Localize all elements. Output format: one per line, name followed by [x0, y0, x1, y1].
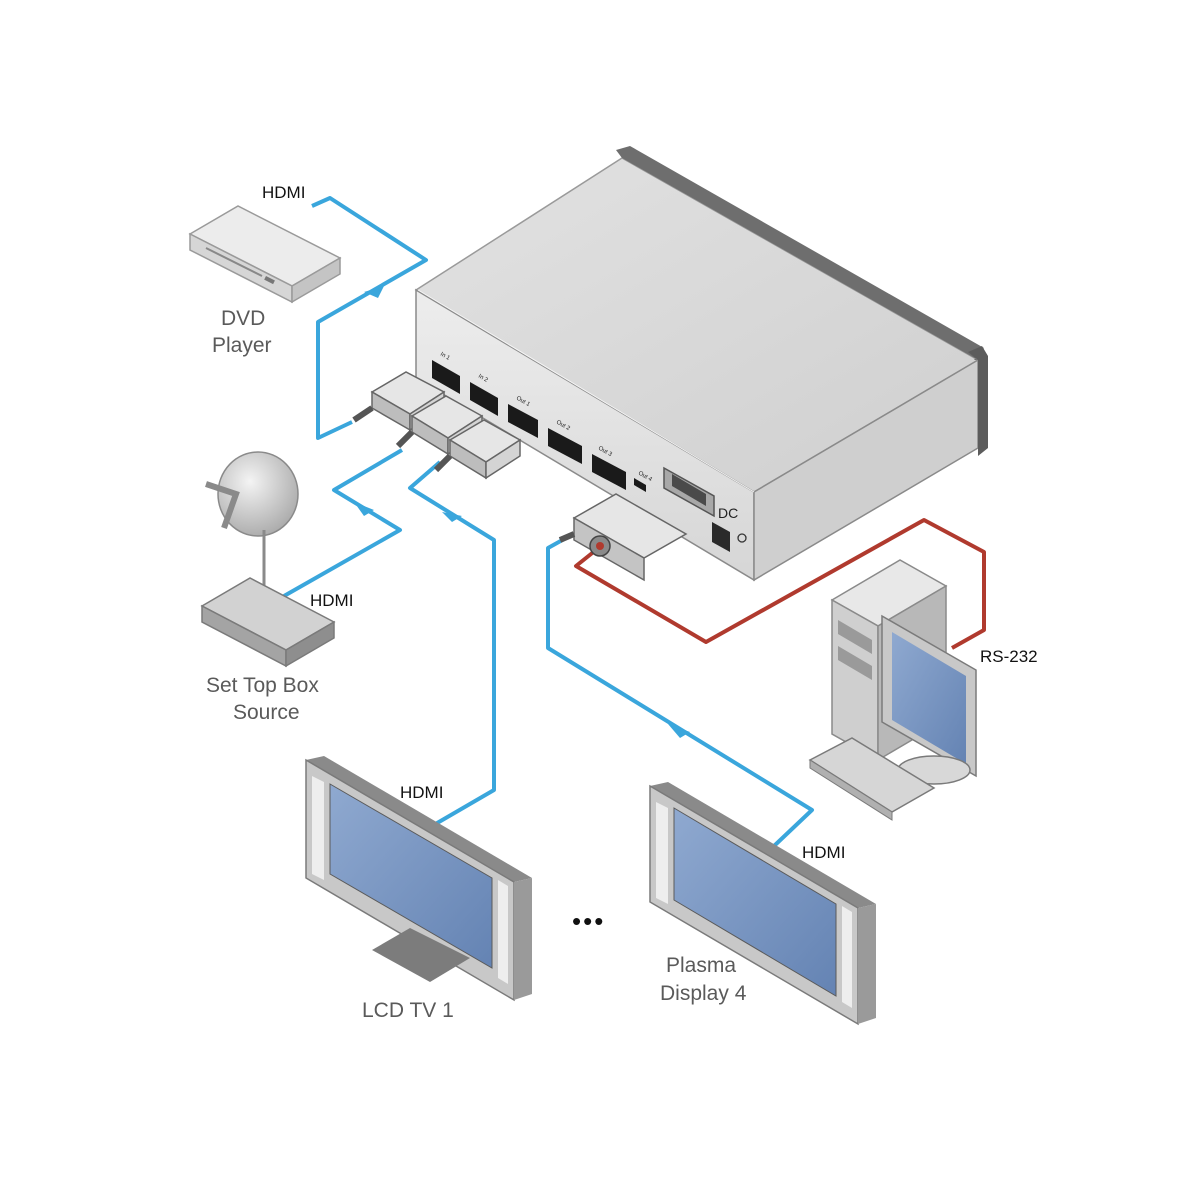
rs232-label: RS-232 [980, 647, 1038, 666]
port-in-2: In 2 [470, 374, 498, 416]
svg-text:DC: DC [718, 505, 738, 521]
svg-text:In 2: In 2 [477, 374, 489, 385]
stb-label-line2: Source [233, 701, 300, 724]
matrix-switcher: In 1 In 2 Out 1 Out 2 Out 3 Out 4 D [414, 146, 988, 582]
computer-keyboard [808, 737, 936, 821]
hdmi-cable-dvd [311, 196, 428, 440]
svg-text:In 1: In 1 [439, 352, 451, 363]
stb-hdmi-label: HDMI [310, 591, 353, 610]
plasma-label-line2: Display 4 [660, 982, 747, 1005]
dvd-label-line2: Player [212, 334, 272, 357]
lcd-hdmi-label: HDMI [400, 783, 443, 802]
dvd-label-line1: DVD [221, 307, 265, 330]
hdmi-cable-plasma [546, 536, 814, 848]
plasma-display-4 [649, 782, 876, 1026]
computer-monitor [881, 614, 977, 785]
port-in-1: In 1 [432, 352, 460, 394]
plasma-label-line1: Plasma [666, 954, 736, 977]
satellite-dish [205, 451, 299, 592]
rs232-cable [574, 518, 986, 650]
dvd-player [188, 205, 342, 304]
lcd-tv-1 [305, 756, 532, 1002]
rs232-plug [558, 493, 688, 582]
hdmi-cable-stb [283, 448, 404, 598]
hdmi-plug-out-1 [433, 419, 522, 480]
set-top-box [200, 577, 336, 668]
stb-label-line1: Set Top Box [206, 674, 319, 697]
hdmi-cable-lcd [408, 460, 496, 828]
dvd-hdmi-label: HDMI [262, 183, 305, 202]
dc-power-port: DC [712, 505, 747, 552]
rs232-port [663, 466, 715, 518]
lcd-label: LCD TV 1 [362, 999, 454, 1022]
plasma-hdmi-label: HDMI [802, 843, 845, 862]
ellipsis: ••• [572, 906, 605, 936]
